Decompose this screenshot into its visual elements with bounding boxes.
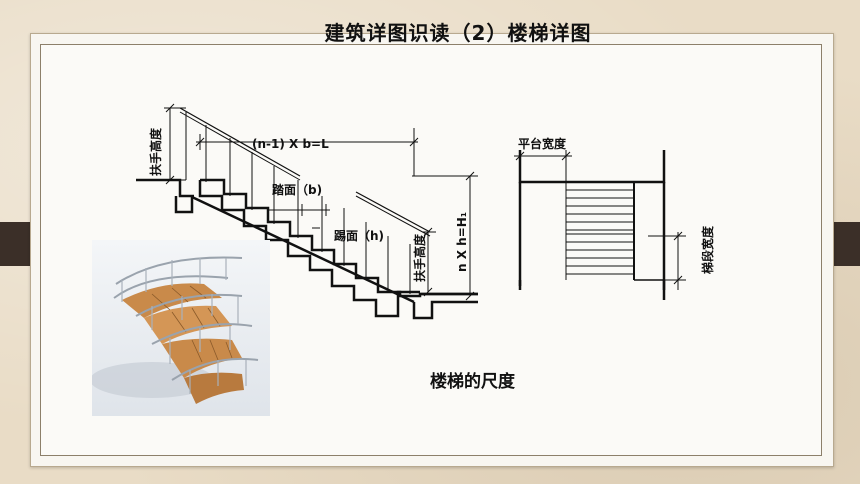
- flight-width-label: 梯段宽度: [700, 225, 715, 274]
- upper-landing-bottom: [174, 196, 194, 214]
- tread-label: 踏面（b): [272, 182, 322, 197]
- riser-label: 踢面（h): [334, 228, 384, 243]
- handrail-height-right-label: 扶手高度: [412, 233, 427, 282]
- plan-treads: [565, 182, 634, 280]
- vertical-dimension-label: n X h=H₁: [455, 212, 469, 272]
- stair-dimensions-caption: 楼梯的尺度: [430, 372, 515, 392]
- plan-outline: [518, 150, 666, 184]
- stair-steps: [198, 180, 420, 318]
- upper-landing: [136, 178, 194, 198]
- stair-soffit: [191, 195, 415, 304]
- handrail-lower: [355, 191, 431, 233]
- stair-section-drawing: [136, 103, 478, 320]
- lower-landing: [412, 300, 478, 320]
- balusters: [185, 112, 411, 294]
- horizontal-dimension-label: (n-1) X b=L: [252, 137, 329, 151]
- spiral-stair-photo: [92, 240, 270, 416]
- handrail-height-left-label: 扶手高度: [148, 127, 163, 176]
- slide-title: 建筑详图识读（2）楼梯详图: [324, 21, 592, 45]
- landing-width-label: 平台宽度: [518, 136, 567, 151]
- stair-plan-drawing: [514, 150, 686, 300]
